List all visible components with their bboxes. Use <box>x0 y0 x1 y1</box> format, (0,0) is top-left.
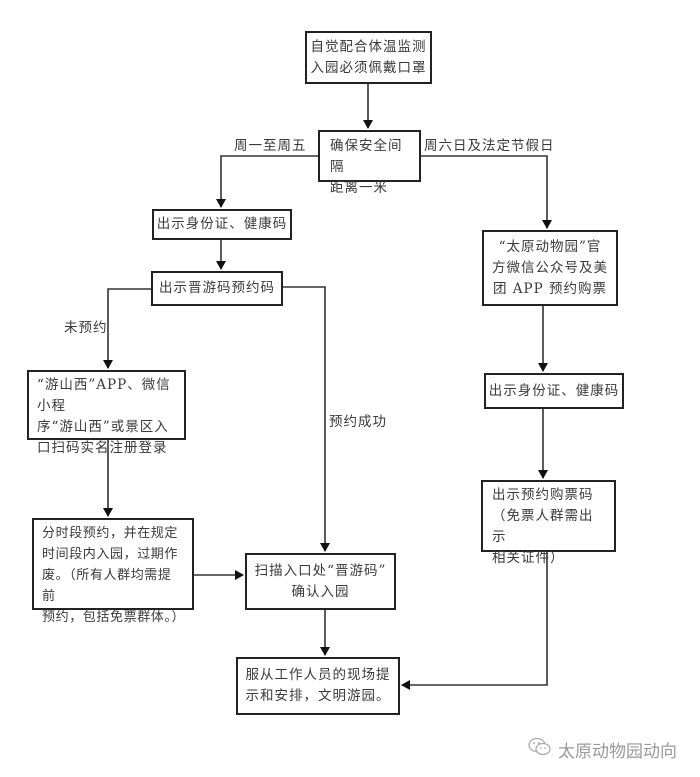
edge-jinyou-register <box>103 288 152 369</box>
node-scan: 扫描入口处“晋游码” 确认入园 <box>245 553 396 610</box>
node-text: 口扫码实名注册登录 <box>37 440 168 456</box>
node-text: 出示预约购票码 <box>492 487 594 503</box>
node-text: “游山西”APP、微信小程 <box>37 377 171 414</box>
watermark: 太原动物园动向 <box>528 737 677 762</box>
node-final: 服从工作人员的现场提 示和安排，文明游园。 <box>236 657 400 715</box>
edge-distance-weekend <box>420 155 552 229</box>
node-text: 时间段内入园，过期作 <box>42 547 179 562</box>
node-text: 废。（所有人群均需提前 <box>42 568 172 604</box>
node-text: 分时段预约，并在规定 <box>42 526 179 541</box>
node-timeslot: 分时段预约，并在规定 时间段内入园，过期作 废。（所有人群均需提前 预约，包括免… <box>32 518 194 625</box>
edge-jinyou-scan <box>283 286 330 552</box>
node-text: 距离一米 <box>330 180 388 196</box>
node-register: “游山西”APP、微信小程 序“游山西”或景区入 口扫码实名注册登录 <box>27 370 186 456</box>
node-text: （免票人群需出示 <box>492 508 594 545</box>
node-weekday-id: 出示身份证、健康码 <box>152 209 292 240</box>
watermark-text: 太原动物园动向 <box>558 742 677 762</box>
node-weekend-booking: “太原动物园”官 方微信公众号及美 团 APP 预约购票 <box>482 230 618 306</box>
edge-label-weekday: 周一至周五 <box>234 138 307 154</box>
edge-distance-weekday <box>216 155 318 208</box>
node-text: 方微信公众号及美 <box>492 259 608 276</box>
node-text: 出示身份证、健康码 <box>156 216 288 232</box>
node-text: 序“游山西”或景区入 <box>37 419 169 435</box>
node-text: 预约，包括免票群体。） <box>42 610 186 625</box>
node-ticket-code: 出示预约购票码 （免票人群需出示 相关证件） <box>481 480 616 566</box>
node-text: 确保安全间隔 <box>330 138 403 175</box>
node-text: 团 APP 预约购票 <box>493 280 607 297</box>
node-text: 相关证件） <box>492 550 565 566</box>
node-text: 入园必须佩戴口罩 <box>310 59 427 76</box>
node-text: 示和安排，文明游园。 <box>245 688 391 704</box>
node-start: 自觉配合体温监测 入园必须佩戴口罩 <box>305 31 432 84</box>
wechat-icon <box>528 737 552 762</box>
edge-label-not-booked: 未预约 <box>64 320 108 336</box>
node-jinyou-code: 出示晋游码预约码 <box>151 271 283 306</box>
edge-ticket-final <box>401 551 548 690</box>
node-weekend-id: 出示身份证、健康码 <box>484 373 624 409</box>
node-text: 自觉配合体温监测 <box>310 38 427 55</box>
edge-label-weekend: 周六日及法定节假日 <box>424 138 555 154</box>
node-text: 扫描入口处“晋游码” <box>254 562 387 579</box>
node-text: “太原动物园”官 <box>498 238 602 255</box>
node-distance: 确保安全间隔 距离一米 <box>318 130 421 196</box>
node-text: 出示晋游码预约码 <box>159 280 275 296</box>
edge-label-booked: 预约成功 <box>329 414 387 430</box>
node-text: 服从工作人员的现场提 <box>245 667 391 683</box>
node-text: 出示身份证、健康码 <box>488 382 620 399</box>
node-text: 确认入园 <box>291 583 350 600</box>
